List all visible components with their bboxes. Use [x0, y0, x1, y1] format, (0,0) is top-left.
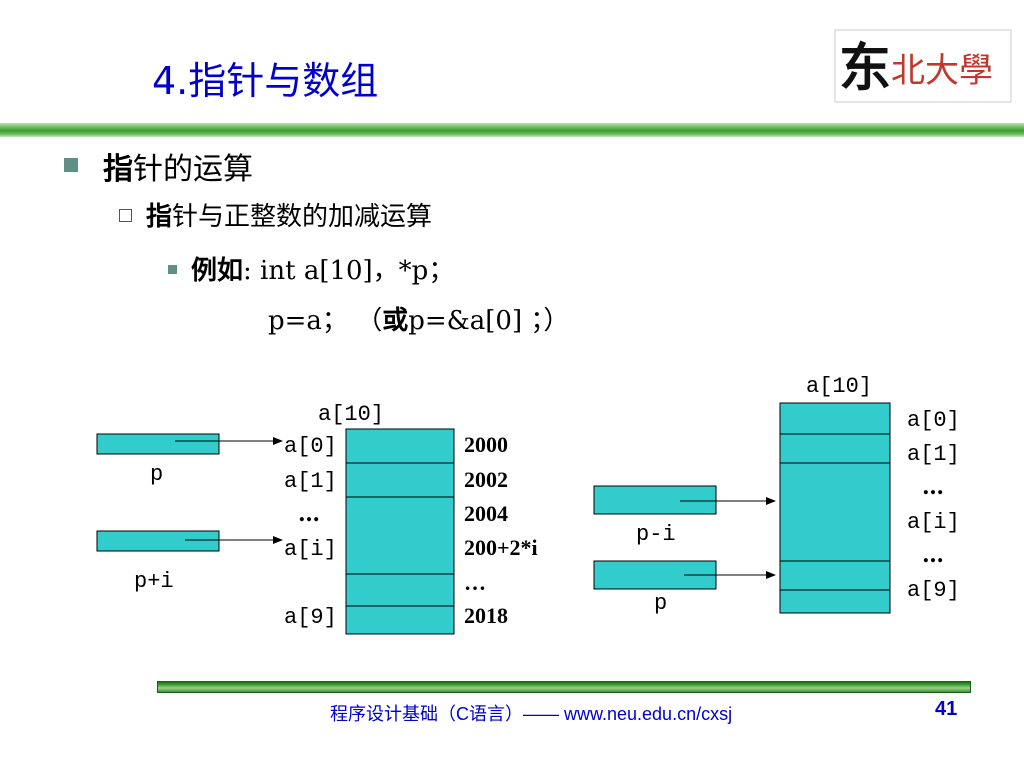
left-address: 2018	[464, 603, 508, 628]
bullet-level3-bold: 例如	[191, 256, 244, 286]
right-element-label: a[i]	[907, 510, 960, 535]
footer-divider	[157, 681, 971, 693]
page-number: 41	[935, 698, 958, 720]
continuation-bold: 或	[382, 306, 409, 336]
bullet-level3-continuation: p=a； （或p=&a[0] ；）	[268, 300, 569, 337]
right-element-label: a[1]	[907, 442, 960, 467]
left-pointer-box	[96, 530, 220, 552]
left-address: 2000	[464, 432, 508, 457]
bullet-level1-bold: 指	[103, 152, 133, 187]
bullet-level1-rest: 针的运算	[133, 152, 253, 187]
left-element-label: …	[298, 501, 320, 527]
continuation-pre: p=a； （	[268, 306, 383, 336]
right-pointer-label: p	[654, 591, 667, 616]
continuation-post: p=&a[0] ；）	[408, 306, 570, 336]
left-element-label: a[1]	[284, 469, 337, 494]
left-element-label: a[i]	[284, 537, 337, 562]
right-element-label: a[0]	[907, 408, 960, 433]
left-element-label: a[9]	[284, 605, 337, 630]
left-array-label: a[10]	[318, 402, 384, 427]
left-address: 200+2*i	[464, 535, 538, 560]
right-element-label: …	[922, 474, 944, 500]
title-divider	[0, 123, 1024, 137]
left-address: …	[464, 570, 486, 595]
right-pointer-label: p-i	[636, 522, 676, 547]
footer-course-link[interactable]: 程序设计基础（C语言）—— www.neu.edu.cn/cxsj	[330, 704, 733, 724]
left-pointer-label: p+i	[134, 569, 174, 594]
bullet-level3: 例如: int a[10]，*p；	[191, 250, 454, 287]
bullet-level2-bold: 指	[146, 202, 173, 232]
right-pointer-box	[593, 485, 717, 515]
bullet-small-square-icon	[168, 265, 177, 274]
bullet-level1: 指针的运算	[103, 144, 253, 188]
university-logo: 东 北大學	[834, 29, 1012, 103]
left-pointer-label: p	[150, 462, 163, 487]
left-pointer-box	[96, 433, 220, 455]
right-element-label: …	[922, 542, 944, 568]
logo-char-rest: 北大學	[891, 51, 993, 91]
bullet-hollow-square-icon	[119, 209, 132, 222]
bullet-level2: 指针与正整数的加减运算	[146, 196, 432, 233]
left-address: 2002	[464, 467, 508, 492]
bullet-level3-code: : int a[10]，*p；	[243, 256, 455, 286]
bullet-level2-rest: 针与正整数的加减运算	[172, 202, 433, 232]
slide-title: 4.指针与数组	[152, 59, 379, 103]
left-element-label: a[0]	[284, 434, 337, 459]
left-address: 2004	[464, 501, 508, 526]
right-diagram: a[10] a[0] a[1] … a[i] … a[9] p-i p	[593, 374, 960, 616]
right-array-label: a[10]	[806, 374, 872, 399]
bullet-square-icon	[64, 158, 78, 172]
left-array-block	[345, 428, 455, 635]
left-diagram: a[10] a[0] a[1] … a[i] a[9] 2000 2002 20…	[96, 402, 538, 635]
right-array-block	[779, 402, 891, 614]
logo-char-1: 东	[839, 38, 891, 99]
right-element-label: a[9]	[907, 578, 960, 603]
